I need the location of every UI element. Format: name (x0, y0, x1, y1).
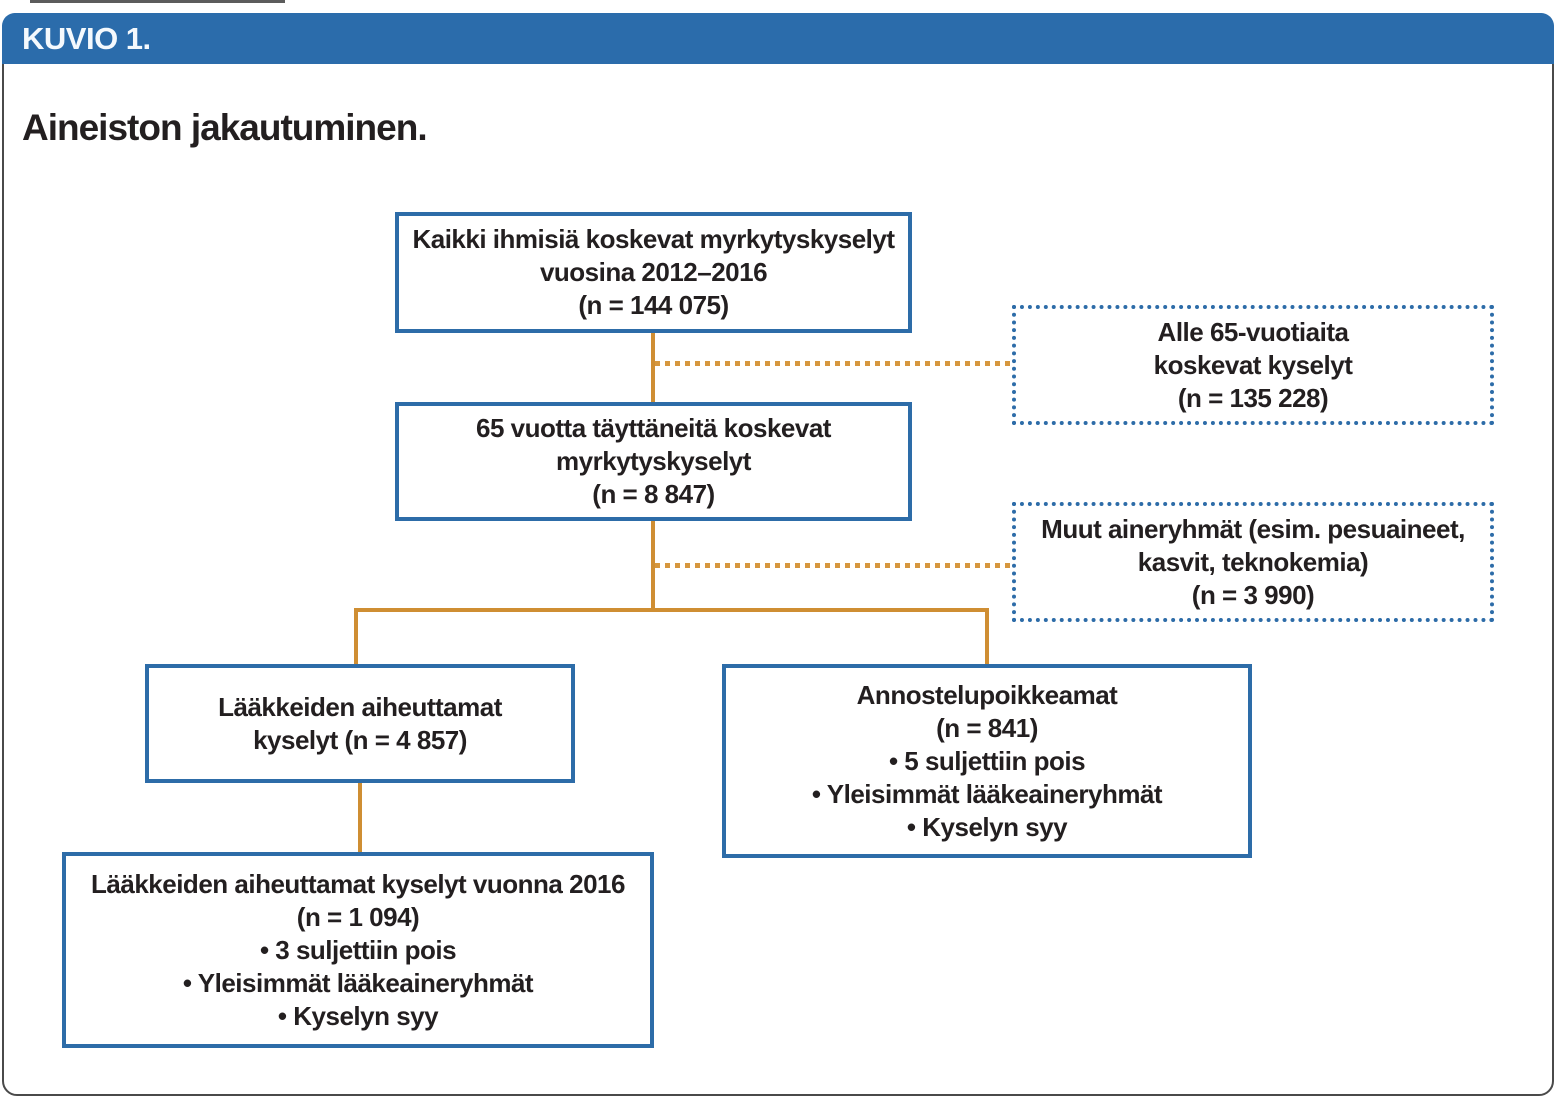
connector-split-left-down (354, 608, 358, 666)
connector-dotted-other-substances-exclusion (655, 563, 1012, 568)
box-line: Lääkkeiden aiheuttamat kyselyt vuonna 20… (91, 868, 625, 899)
box-under65-excluded: Alle 65-vuotiaita koskevat kyselyt (n = … (1012, 305, 1494, 425)
box-line: Annostelupoikkeamat (856, 679, 1118, 710)
box-line: Lääkkeiden aiheuttamat (218, 691, 502, 722)
connector-all-to-over65 (651, 332, 655, 403)
figure-header-bar: KUVIO 1. (2, 13, 1554, 64)
box-line: kasvit, teknokemia) (1137, 546, 1369, 577)
box-over65-queries: 65 vuotta täyttäneitä koskevat myrkytysk… (395, 402, 912, 521)
box-line: vuosina 2012–2016 (539, 257, 768, 287)
box-line: • Yleisimmät lääkeaineryhmät (811, 778, 1163, 809)
box-dosing-errors: Annostelupoikkeamat (n = 841) • 5 suljet… (722, 664, 1252, 858)
crop-artifact-line (30, 0, 285, 3)
box-line: (n = 8 847) (592, 479, 715, 509)
box-line: (n = 841) (936, 712, 1038, 743)
figure-number-label: KUVIO 1. (22, 20, 151, 56)
box-line: Alle 65-vuotiaita (1157, 316, 1349, 347)
connector-drug-to-2016 (358, 781, 362, 854)
box-line: • Yleisimmät lääkeaineryhmät (182, 967, 534, 998)
connector-split-horizontal (354, 608, 989, 612)
box-line: koskevat kyselyt (1153, 349, 1353, 380)
box-line: • Kyselyn syy (906, 811, 1068, 842)
box-line: 65 vuotta täyttäneitä koskevat (476, 413, 831, 443)
box-line: Muut aineryhmät (esim. pesuaineet, (1041, 513, 1465, 544)
box-line: (n = 1 094) (296, 901, 420, 932)
box-drug-queries-2016: Lääkkeiden aiheuttamat kyselyt vuonna 20… (62, 852, 654, 1048)
box-line: (n = 3 990) (1191, 579, 1315, 610)
connector-split-right-down (985, 608, 989, 666)
box-line: • Kyselyn syy (277, 1000, 439, 1031)
box-line: Kaikki ihmisiä koskevat myrkytyskyselyt (412, 224, 895, 254)
box-line: (n = 135 228) (1177, 382, 1329, 413)
box-line: myrkytyskyselyt (556, 446, 751, 476)
box-other-substances-excluded: Muut aineryhmät (esim. pesuaineet, kasvi… (1012, 502, 1494, 622)
box-all-poison-queries: Kaikki ihmisiä koskevat myrkytyskyselyt … (395, 212, 912, 333)
box-line: (n = 144 075) (578, 290, 729, 320)
box-line: • 5 suljettiin pois (888, 745, 1086, 776)
box-drug-queries: Lääkkeiden aiheuttamat kyselyt (n = 4 85… (145, 664, 575, 783)
connector-dotted-under65-exclusion (655, 361, 1012, 366)
connector-over65-down (651, 520, 655, 610)
figure-frame: KUVIO 1. Aineiston jakautuminen. Kaikki … (2, 13, 1554, 1096)
figure-title: Aineiston jakautuminen. (22, 107, 428, 148)
box-line: kyselyt (n = 4 857) (253, 724, 467, 755)
box-line: • 3 suljettiin pois (259, 934, 457, 965)
